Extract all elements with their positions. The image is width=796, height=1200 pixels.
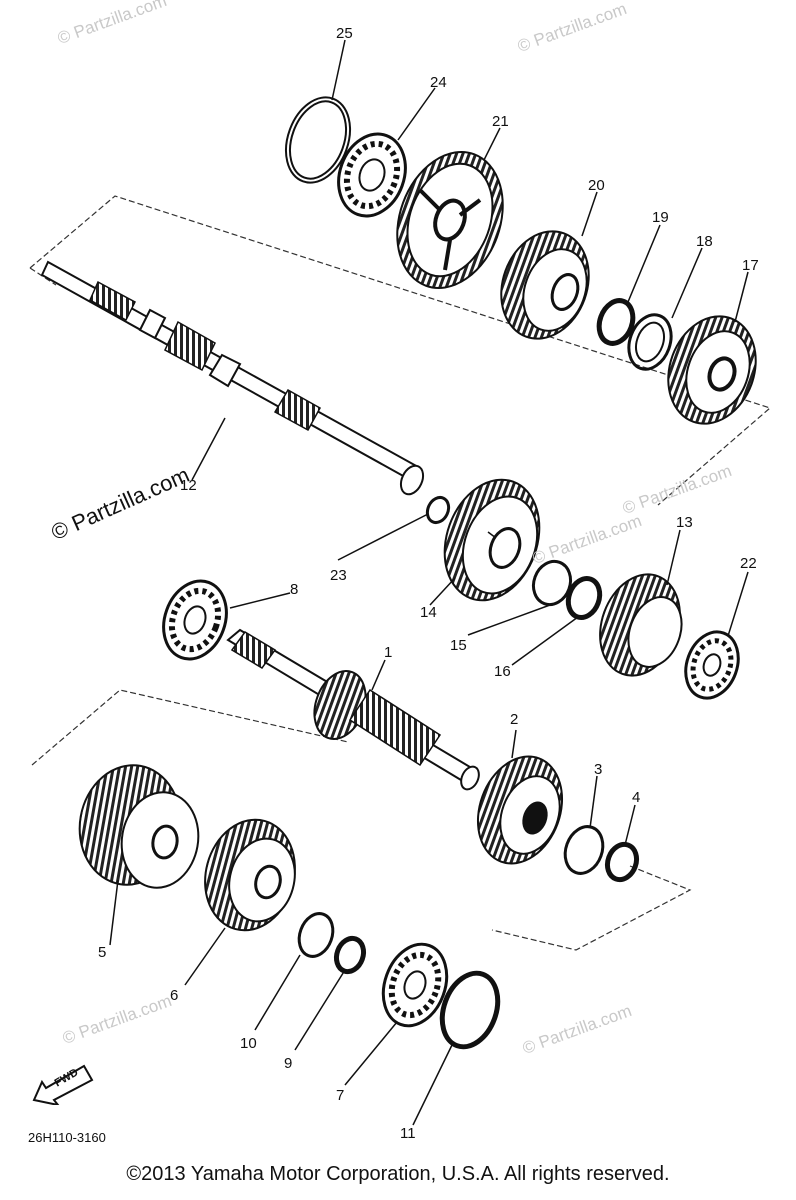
part-label-2: 2 bbox=[510, 711, 519, 728]
lower-group-outline-right bbox=[491, 865, 692, 951]
part-label-5: 5 bbox=[98, 944, 107, 961]
part-label-8: 8 bbox=[290, 581, 299, 598]
part-label-22: 22 bbox=[740, 555, 757, 572]
part-label-25: 25 bbox=[336, 25, 353, 42]
part-label-10: 10 bbox=[240, 1035, 257, 1052]
gear-20 bbox=[500, 230, 590, 340]
copyright-text: ©2013 Yamaha Motor Corporation, U.S.A. A… bbox=[126, 1163, 670, 1185]
part-label-1: 1 bbox=[384, 644, 393, 661]
circlip-25 bbox=[285, 96, 351, 184]
part-label-11: 11 bbox=[400, 1125, 416, 1142]
part-label-24: 24 bbox=[430, 74, 447, 91]
circlip-4 bbox=[604, 841, 640, 883]
part-label-18: 18 bbox=[696, 233, 713, 250]
washer-18 bbox=[627, 313, 673, 371]
part-label-19: 19 bbox=[652, 209, 669, 226]
part-label-12: 12 bbox=[180, 477, 197, 494]
gear-6 bbox=[204, 818, 296, 932]
part-label-17: 17 bbox=[742, 257, 759, 274]
part-label-20: 20 bbox=[588, 177, 605, 194]
part-label-16: 16 bbox=[494, 663, 511, 680]
part-code: 26H110-3160 bbox=[28, 1130, 106, 1145]
bearing-22 bbox=[684, 630, 740, 700]
upper-group-outline bbox=[29, 195, 772, 506]
washer-10 bbox=[297, 912, 335, 958]
part-label-23: 23 bbox=[330, 567, 347, 584]
part-label-15: 15 bbox=[450, 637, 467, 654]
circlip-11 bbox=[439, 970, 501, 1050]
bearing-8 bbox=[162, 579, 228, 661]
gear-21 bbox=[396, 151, 504, 289]
part-label-21: 21 bbox=[492, 113, 509, 130]
gear-2 bbox=[476, 755, 564, 865]
part-label-13: 13 bbox=[676, 514, 693, 531]
circlip-9 bbox=[333, 935, 367, 975]
gear-14 bbox=[443, 478, 541, 602]
part-label-4: 4 bbox=[632, 789, 641, 806]
bearing-24 bbox=[337, 132, 407, 218]
circlip-19 bbox=[596, 298, 636, 346]
part-label-14: 14 bbox=[420, 604, 437, 621]
washer-3 bbox=[563, 825, 605, 875]
part-label-3: 3 bbox=[594, 761, 603, 778]
part-label-6: 6 bbox=[170, 987, 179, 1004]
lower-group-outline bbox=[31, 689, 349, 766]
part-label-9: 9 bbox=[284, 1055, 293, 1072]
leader-lines bbox=[109, 39, 749, 1126]
part-label-7: 7 bbox=[336, 1087, 345, 1104]
gear-5 bbox=[78, 764, 200, 889]
bearing-7 bbox=[381, 942, 449, 1028]
forward-arrow-icon bbox=[32, 1064, 94, 1105]
collar-23 bbox=[425, 495, 451, 525]
upper-group-outline-lower bbox=[29, 267, 57, 286]
main-axle-12 bbox=[40, 260, 425, 496]
gear-13 bbox=[599, 573, 683, 677]
drive-axle-1 bbox=[226, 628, 480, 791]
gear-17 bbox=[667, 315, 757, 425]
